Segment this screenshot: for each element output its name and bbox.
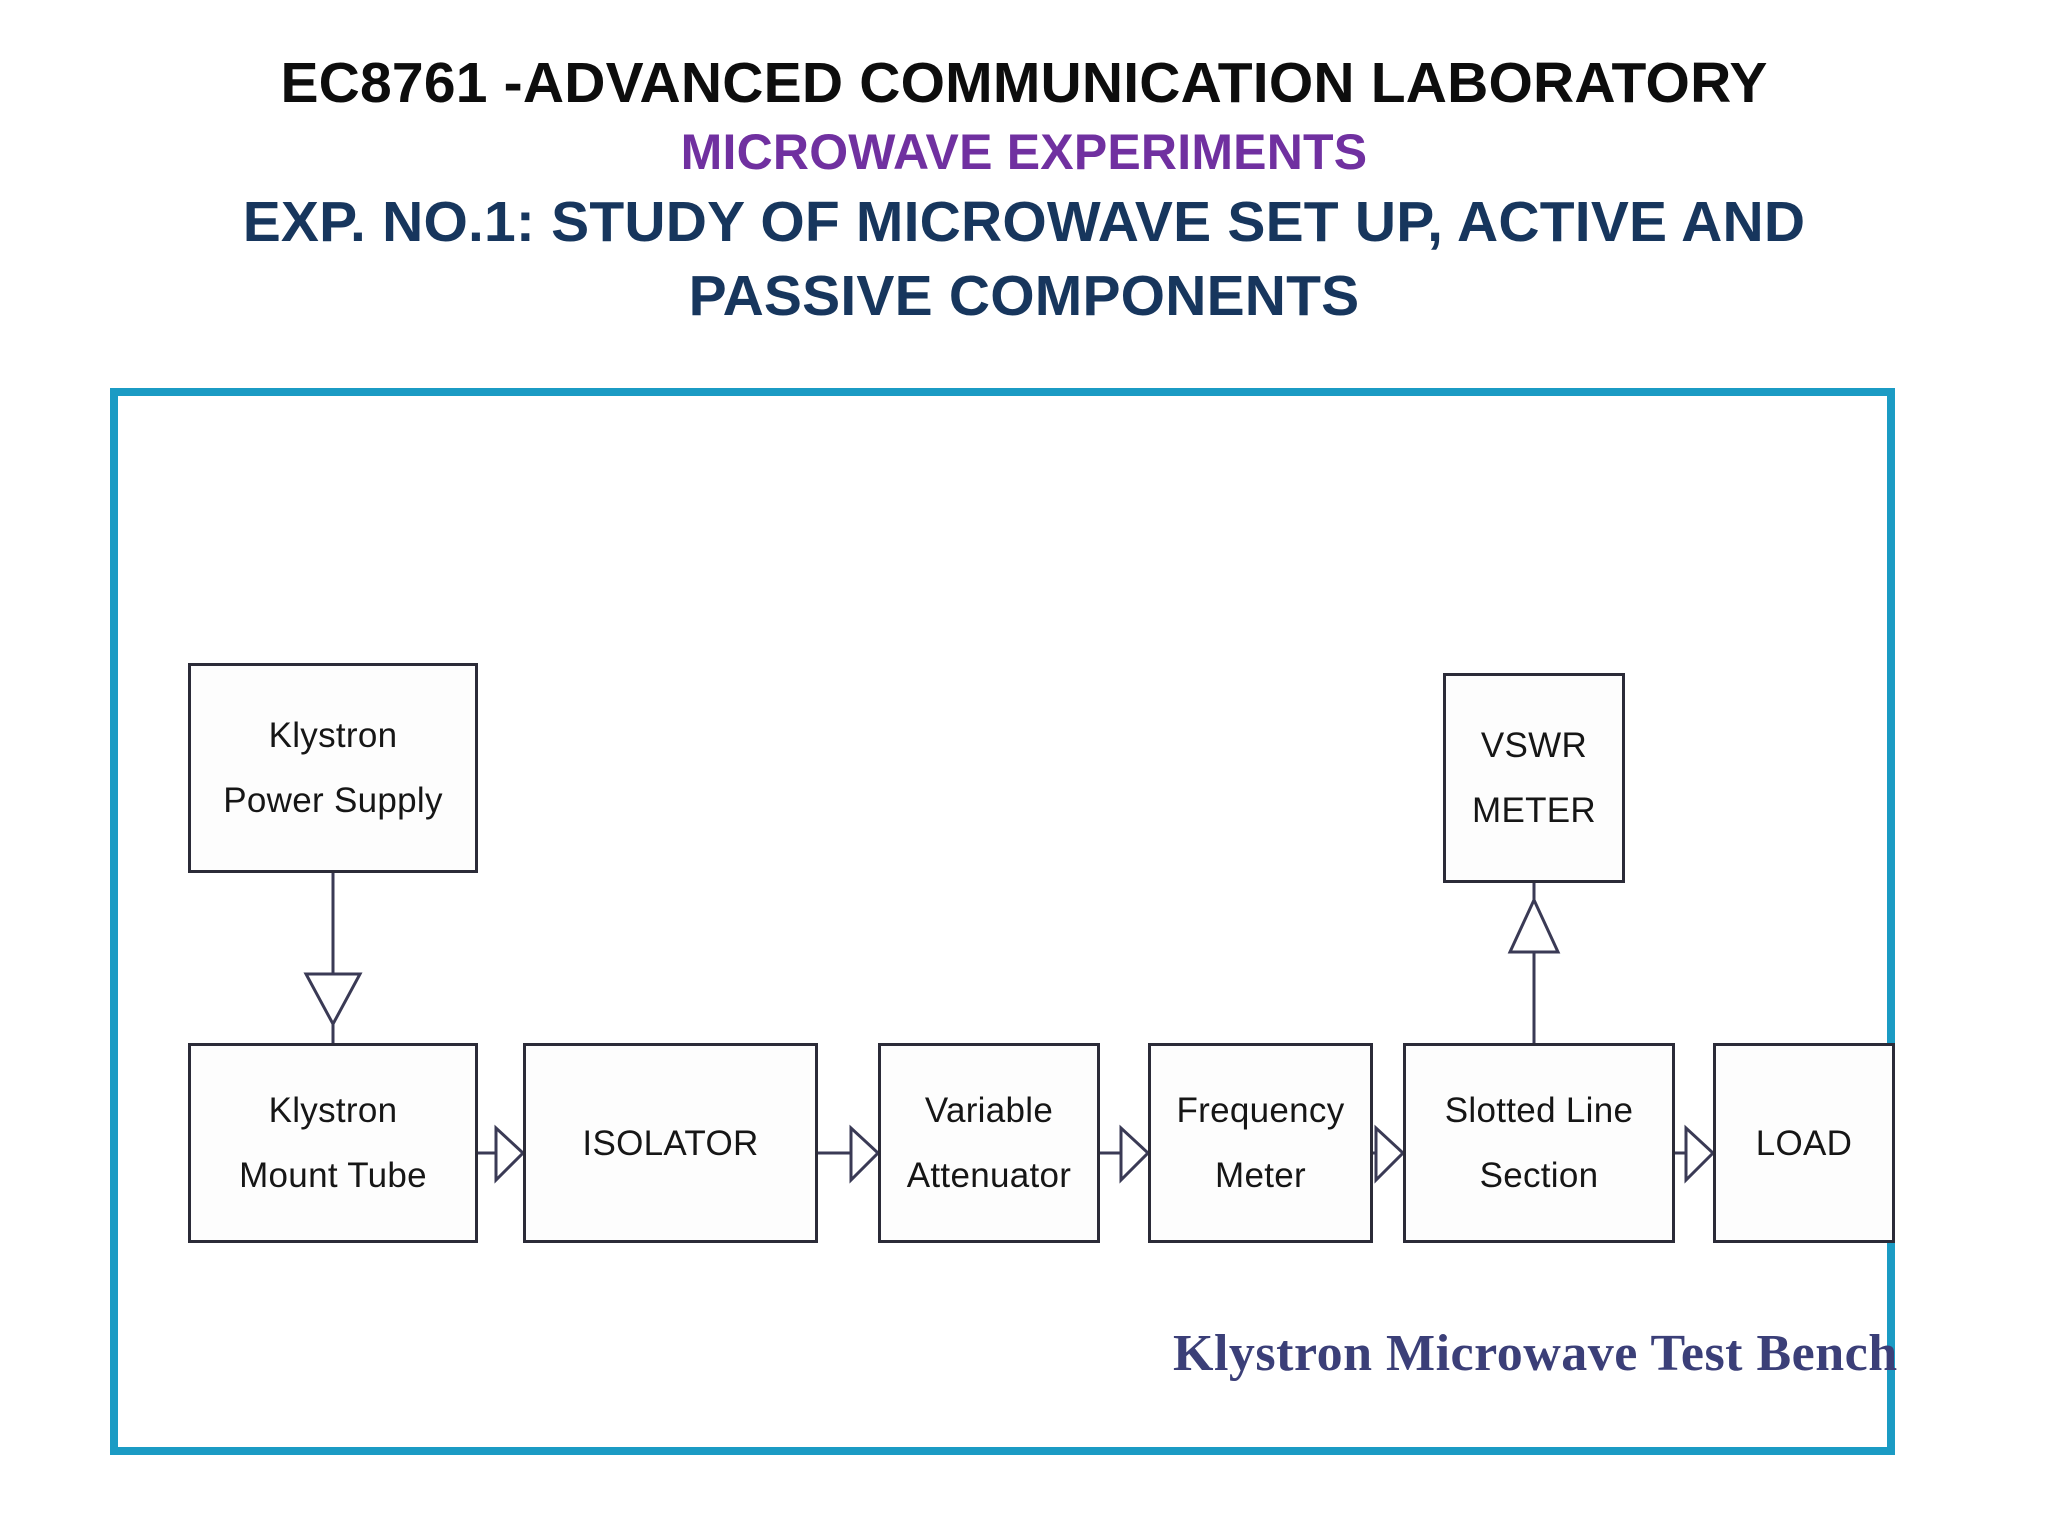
block-label-line2: Section — [1479, 1156, 1599, 1195]
block-label-line2: Mount Tube — [239, 1156, 427, 1195]
arrowhead-right-icon — [494, 1124, 526, 1184]
title-line-subject: MICROWAVE EXPERIMENTS — [680, 124, 1368, 181]
block-variable-attenuator[interactable]: Variable Attenuator — [878, 1043, 1100, 1243]
title-line-course: EC8761 -ADVANCED COMMUNICATION LABORATOR… — [280, 51, 1768, 115]
block-klystron-power-supply[interactable]: Klystron Power Supply — [188, 663, 478, 873]
block-diagram-frame: Klystron Power Supply VSWR METER Klystro… — [110, 388, 1898, 1455]
connector-isolator-to-variable-attenuator — [818, 1124, 881, 1184]
page-title: EC8761 -ADVANCED COMMUNICATION LABORATOR… — [0, 46, 2048, 333]
block-label-line1: Slotted Line — [1444, 1091, 1634, 1130]
block-label-line1: LOAD — [1755, 1123, 1853, 1163]
connector-frequency-meter-to-slotted-line — [1373, 1124, 1406, 1184]
arrowhead-right-icon — [1684, 1124, 1716, 1184]
block-label-line1: ISOLATOR — [582, 1123, 759, 1163]
block-klystron-mount-tube[interactable]: Klystron Mount Tube — [188, 1043, 478, 1243]
diagram-connectors-layer — [303, 873, 1716, 1184]
title-line-experiment: EXP. NO.1: STUDY OF MICROWAVE SET UP, AC… — [242, 190, 1806, 255]
arrowhead-down-icon — [303, 972, 363, 1028]
connector-power-supply-to-mount-tube — [303, 873, 363, 1043]
block-load[interactable]: LOAD — [1713, 1043, 1895, 1243]
arrowhead-right-icon — [1374, 1124, 1406, 1184]
arrowhead-up-icon — [1507, 896, 1561, 954]
arrowhead-right-icon — [849, 1124, 881, 1184]
block-label-line2: Attenuator — [906, 1156, 1072, 1195]
title-line-experiment-cont: PASSIVE COMPONENTS — [688, 264, 1360, 329]
block-label-line1: Frequency — [1176, 1091, 1345, 1130]
block-isolator[interactable]: ISOLATOR — [523, 1043, 818, 1243]
diagram-caption: Klystron Microwave Test Bench — [1173, 1325, 1898, 1382]
connector-slotted-line-to-load — [1675, 1124, 1716, 1184]
block-label-line1: Klystron — [268, 716, 398, 755]
block-vswr-meter[interactable]: VSWR METER — [1443, 673, 1625, 883]
block-label-line2: Power Supply — [223, 781, 443, 820]
connector-mount-tube-to-isolator — [478, 1124, 526, 1184]
block-label-line1: Variable — [924, 1091, 1054, 1130]
block-frequency-meter[interactable]: Frequency Meter — [1148, 1043, 1373, 1243]
block-label-line2: METER — [1472, 791, 1596, 830]
block-slotted-line-section[interactable]: Slotted Line Section — [1403, 1043, 1675, 1243]
connector-variable-attenuator-to-frequency-meter — [1100, 1124, 1151, 1184]
block-label-line1: Klystron — [268, 1091, 398, 1130]
block-label-line1: VSWR — [1480, 726, 1588, 765]
block-label-line2: Meter — [1215, 1156, 1306, 1195]
arrowhead-right-icon — [1119, 1124, 1151, 1184]
connector-slotted-line-to-vswr-meter — [1507, 883, 1561, 1043]
